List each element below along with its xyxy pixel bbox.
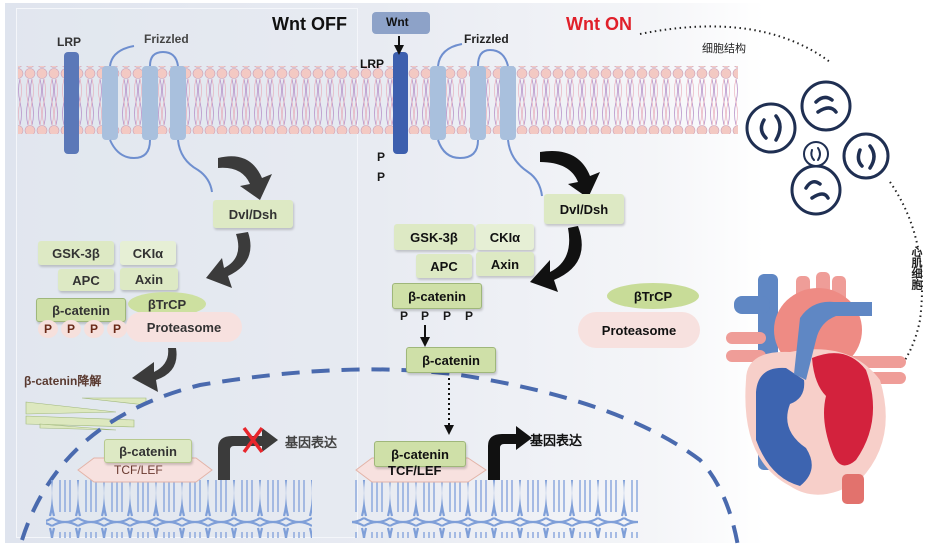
cell-nuclei xyxy=(759,95,876,200)
cardiomyocyte-cells xyxy=(745,80,890,216)
ck1a-off: CKIα xyxy=(120,241,176,265)
proteasome-on: Proteasome xyxy=(578,312,700,348)
tcf-lef-label-on: TCF/LEF xyxy=(388,463,442,478)
axin-on: Axin xyxy=(476,252,534,276)
gene-expression-arrow-on xyxy=(488,426,532,480)
cardiomyocyte-label: 心肌细胞 xyxy=(910,246,922,290)
apc-on: APC xyxy=(416,254,472,278)
beta-catenin-phospho-on: β-catenin xyxy=(392,283,482,309)
phospho-on-2: P xyxy=(420,309,429,323)
curved-arrows-off xyxy=(132,156,272,392)
phospho-on-1: P xyxy=(399,309,408,323)
phospho-off-2: P xyxy=(61,320,81,338)
degraded-fragments xyxy=(25,397,147,431)
wnt-ligand-label: Wnt xyxy=(386,15,409,29)
dvl-dsh-off: Dvl/Dsh xyxy=(213,200,293,228)
degradation-label: β-catenin降解 xyxy=(24,374,102,388)
beta-catenin-free-on: β-catenin xyxy=(406,347,496,373)
gsk3b-on: GSK-3β xyxy=(394,224,474,250)
phospho-off-1: P xyxy=(38,320,58,338)
wnt-on-title: Wnt ON xyxy=(566,14,632,34)
tcf-lef-off xyxy=(77,457,213,483)
curved-arrows-on xyxy=(530,151,600,292)
frizzled-label-off: Frizzled xyxy=(144,32,189,46)
lrp-receptor-off xyxy=(64,52,79,154)
apc-off: APC xyxy=(58,269,114,291)
dna-on xyxy=(352,480,638,538)
lrp-label-off: LRP xyxy=(57,35,81,49)
cardiomyocyte-arc xyxy=(889,181,923,371)
lrp-receptor-on xyxy=(393,52,408,154)
frizzled-receptor-on xyxy=(430,66,516,140)
frizzled-label-on: Frizzled xyxy=(464,32,509,46)
frizzled-receptor-off xyxy=(102,66,186,140)
phospho-off-4: P xyxy=(107,320,127,338)
gene-expression-off: 基因表达 xyxy=(285,435,338,450)
gsk3b-off: GSK-3β xyxy=(38,241,114,265)
phospho-off-3: P xyxy=(84,320,104,338)
btrcp-on: βTrCP xyxy=(607,283,699,309)
frizzled-loops-on xyxy=(437,43,543,197)
nuclear-beta-catenin-off: β-catenin xyxy=(104,439,192,463)
gene-expression-arrow-off xyxy=(218,428,278,480)
wnt-off-title: Wnt OFF xyxy=(272,14,347,34)
lrp-label-on: LRP xyxy=(360,57,384,71)
cell-membrane-on xyxy=(348,66,738,134)
phospho-on-3: P xyxy=(442,309,451,323)
ck1a-on: CKIα xyxy=(476,224,534,250)
heart-illustration xyxy=(726,272,906,504)
proteasome-off: Proteasome xyxy=(126,312,242,342)
frizzled-loops-off xyxy=(109,45,213,193)
gene-expression-on: 基因表达 xyxy=(530,433,583,448)
wnt-ligand xyxy=(372,12,430,34)
dna-off xyxy=(46,480,312,538)
lrp-phospho-1: P xyxy=(377,150,386,164)
nuclear-beta-catenin-on: β-catenin xyxy=(374,441,466,467)
cell-structure-label: 细胞结构 xyxy=(702,43,746,55)
tcf-lef-label-off: TCF/LEF xyxy=(114,463,163,477)
phospho-on-4: P xyxy=(464,309,473,323)
dvl-dsh-on: Dvl/Dsh xyxy=(544,194,624,224)
lrp-phospho-2: P xyxy=(377,170,386,184)
blocked-x-icon xyxy=(242,426,264,454)
axin-off: Axin xyxy=(120,268,178,290)
beta-catenin-off: β-catenin xyxy=(36,298,126,322)
nucleus-membrane xyxy=(20,367,740,546)
